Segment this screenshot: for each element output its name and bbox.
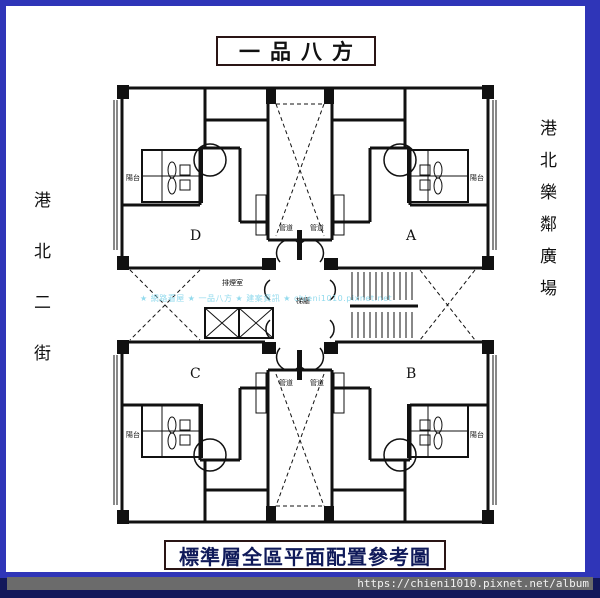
street-label-right: 港 北 樂 鄰 廣 場 (540, 114, 557, 299)
street-char: 港 (34, 191, 51, 211)
project-title: 一品八方 (216, 36, 376, 66)
room-label-shaft-2: 管道 (310, 224, 324, 232)
room-label-lobby: 梯廳 (296, 297, 310, 305)
street-char: 鄰 (540, 215, 557, 235)
unit-label-a: A (406, 228, 417, 244)
street-label-left: 港 北 二 街 (34, 186, 51, 364)
watermark-text: ★ 網路看屋 ★ 一品八方 ★ 建案資訊 ★ chieni1010.pixnet… (140, 294, 393, 303)
unit-label-d: D (190, 228, 202, 244)
room-label-balcony-a: 陽台 (470, 174, 484, 182)
street-char: 場 (540, 279, 557, 299)
street-char: 北 (540, 151, 557, 171)
room-label-balcony-b: 陽台 (470, 431, 484, 439)
room-label-shaft-4: 管道 (310, 379, 324, 387)
source-url: https://chieni1010.pixnet.net/album (7, 577, 593, 590)
room-label-shaft-1: 管道 (279, 224, 293, 232)
street-char: 港 (540, 119, 557, 139)
street-char: 樂 (540, 183, 557, 203)
unit-label-c: C (190, 366, 201, 382)
street-char: 廣 (540, 247, 557, 267)
plan-caption: 標準層全區平面配置參考圖 (164, 540, 446, 570)
room-label-balcony-d: 陽台 (126, 174, 140, 182)
unit-label-b: B (406, 366, 417, 382)
street-char: 二 (34, 293, 51, 313)
room-label-balcony-c: 陽台 (126, 431, 140, 439)
street-char: 北 (34, 242, 51, 262)
room-label-smoke-room: 排煙室 (222, 279, 243, 287)
street-char: 街 (34, 344, 51, 364)
room-label-shaft-3: 管道 (279, 379, 293, 387)
